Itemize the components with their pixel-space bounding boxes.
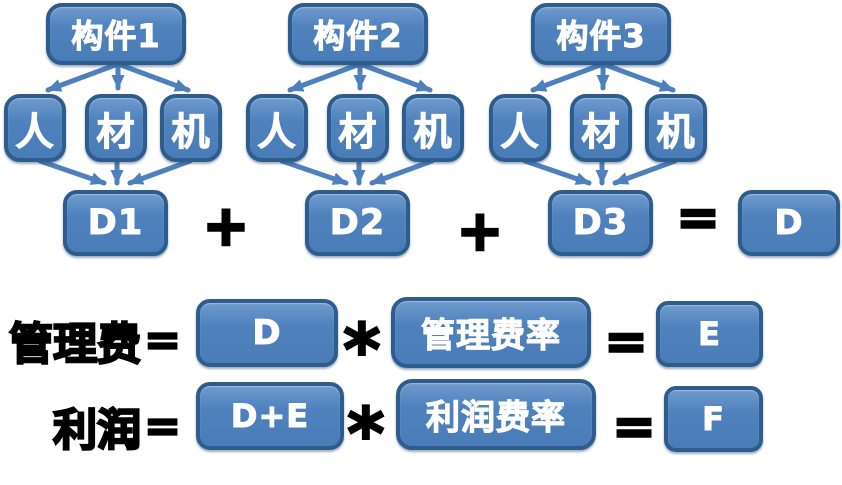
component2-box: 构件2 [288,3,428,65]
management-fee-rate-box: 管理费率 [391,297,591,368]
material-box: 材 [85,94,147,162]
d-plus-e-operand-box: D+E [196,382,344,450]
management-fee-text: 管理费 [8,318,142,371]
total-d-box: D [738,190,840,256]
machine-box: 机 [160,94,222,162]
component3-box: 构件3 [531,3,671,65]
d3-box: D3 [548,190,653,256]
d1-box: D1 [63,190,168,256]
equals-sign: = [143,399,182,452]
profit-label: 利润= [0,397,182,457]
equals-operator-e: = [603,311,649,373]
profit-text: 利润 [52,404,142,457]
labor-box: 人 [489,94,551,162]
material-box: 材 [570,94,632,162]
machine-box: 机 [645,94,707,162]
component-group-1: 构件1 人 材 机 D1 [0,0,243,260]
labor-box: 人 [246,94,308,162]
plus-operator-1: + [201,192,250,259]
multiply-operator-2: * [346,392,386,476]
equals-sign: = [143,313,182,366]
labor-box: 人 [4,94,66,162]
machine-box: 机 [402,94,464,162]
d-operand-box: D [196,299,338,367]
component1-box: 构件1 [46,3,186,65]
multiply-operator-1: * [342,308,382,392]
plus-operator-2: + [455,197,504,264]
d2-box: D2 [305,190,410,256]
management-fee-label: 管理费= [0,311,182,371]
equals-operator-f: = [611,396,657,458]
component-group-2: 构件2 人 材 机 D2 [242,0,485,260]
f-result-box: F [664,386,763,452]
component-group-3: 构件3 人 材 机 D3 [485,0,728,260]
profit-rate-box: 利润费率 [396,379,596,450]
material-box: 材 [327,94,389,162]
e-result-box: E [656,301,763,367]
equals-operator-sum: = [675,187,721,249]
